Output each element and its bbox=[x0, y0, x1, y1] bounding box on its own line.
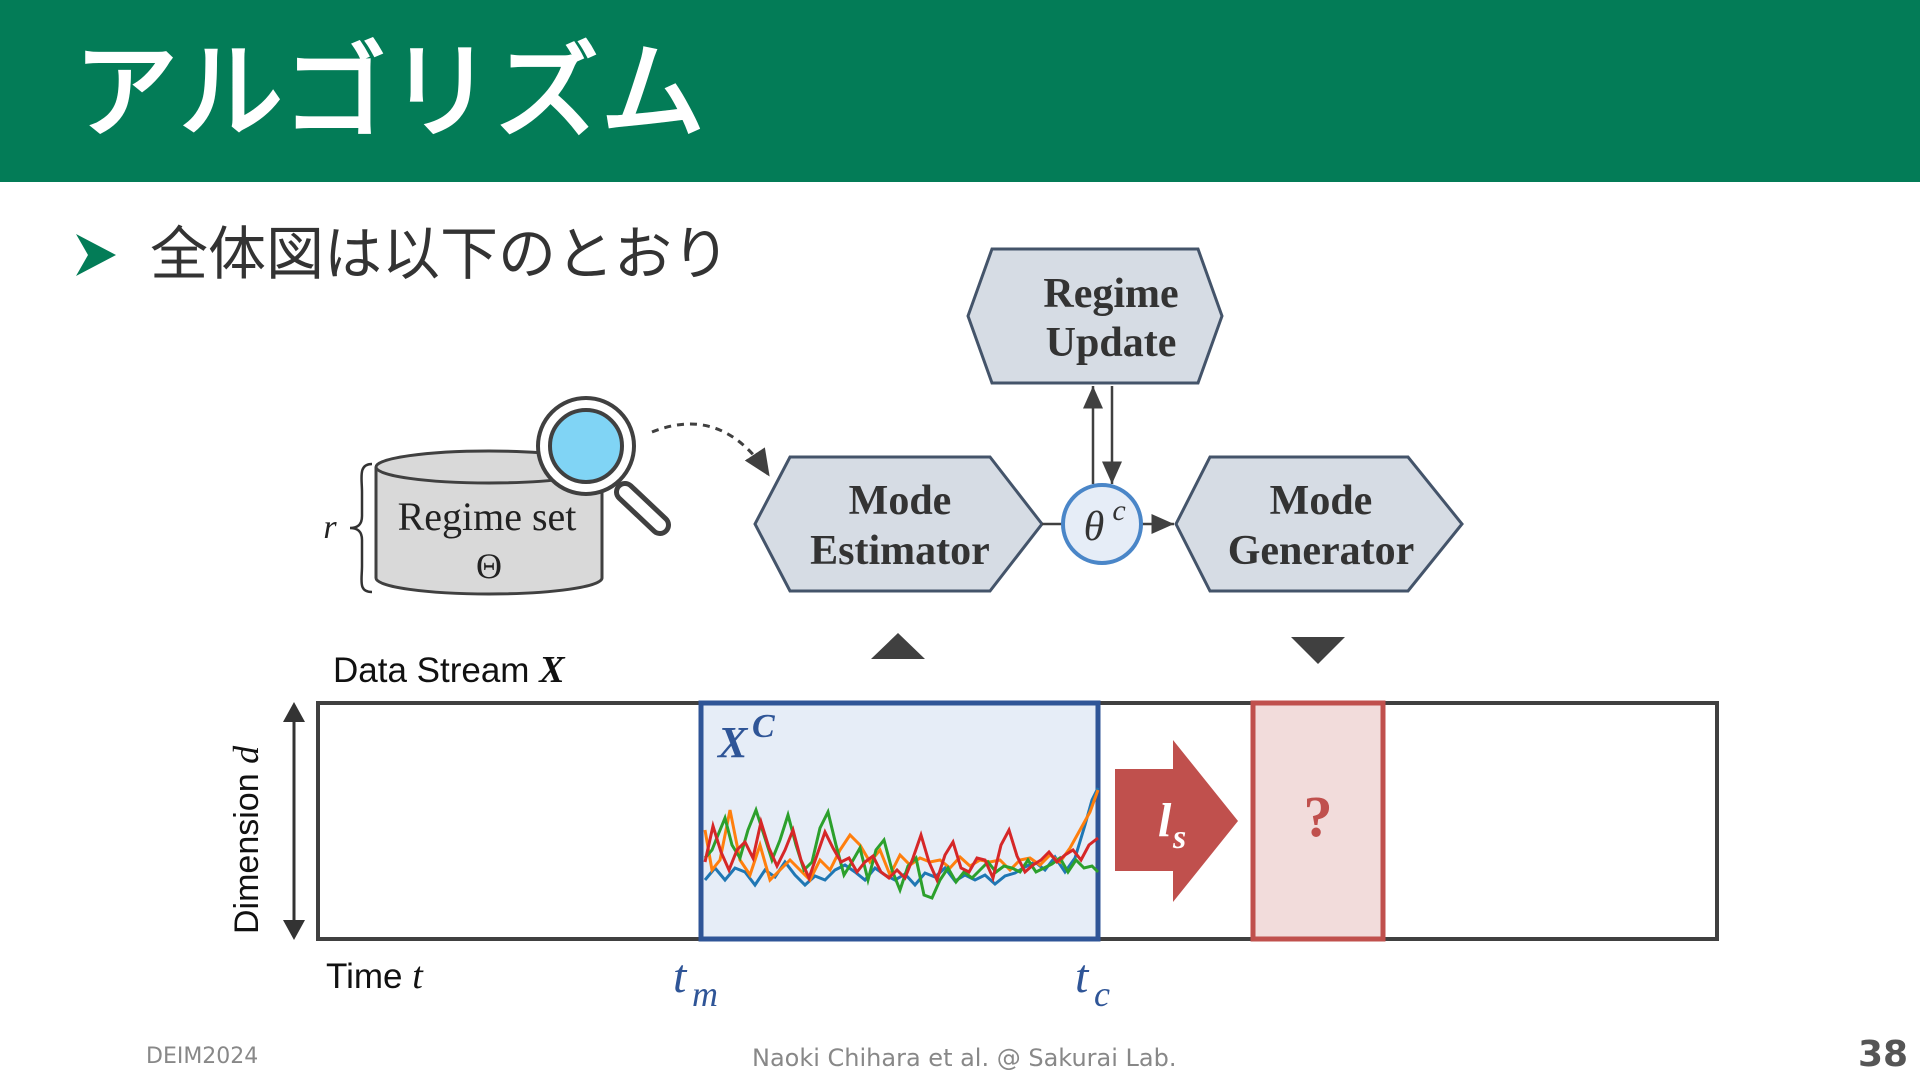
dimension-symbol: d bbox=[226, 745, 266, 764]
mode-generator-node: Mode Generator bbox=[1174, 455, 1464, 593]
forecast-shift-arrow: l s bbox=[1115, 740, 1238, 902]
theta-c-node: θ c bbox=[1061, 483, 1143, 565]
page-number: 38 bbox=[1858, 1034, 1909, 1075]
time-symbol: t bbox=[412, 955, 424, 997]
shift-subscript: s bbox=[1172, 819, 1186, 856]
mode-generator-label-2: Generator bbox=[1228, 528, 1415, 574]
data-stream-label: Data Stream X bbox=[333, 649, 566, 691]
regime-update-node: Regime Update bbox=[966, 247, 1224, 385]
theta-superscript: c bbox=[1112, 494, 1125, 527]
up-triangle-icon bbox=[871, 633, 925, 659]
mode-generator-label-1: Mode bbox=[1270, 478, 1373, 524]
window-time-series bbox=[703, 787, 1100, 900]
forecast-window-box bbox=[1250, 700, 1386, 942]
dimension-axis-top-arrow-icon bbox=[283, 702, 305, 722]
forecast-unknown-label: ? bbox=[1304, 784, 1333, 849]
series-orange bbox=[703, 789, 1100, 883]
regime-set-symbol: Θ bbox=[476, 546, 502, 586]
t-m-symbol: t bbox=[673, 950, 688, 1003]
regime-count-label: r bbox=[323, 509, 337, 546]
t-c-subscript: c bbox=[1094, 974, 1110, 1014]
mode-estimator-node: Mode Estimator bbox=[753, 455, 1044, 593]
time-text: Time bbox=[326, 957, 412, 996]
slide-header: アルゴリズム bbox=[0, 0, 1920, 182]
time-label: Time t bbox=[326, 955, 424, 997]
data-stream-text: Data Stream bbox=[333, 651, 539, 690]
mode-estimator-label-1: Mode bbox=[849, 478, 952, 524]
series-red bbox=[703, 816, 1099, 885]
current-window-symbol: X bbox=[716, 718, 749, 767]
t-c-symbol: t bbox=[1075, 950, 1090, 1003]
dimension-label: Dimension d bbox=[226, 745, 266, 934]
regime-count-brace bbox=[349, 462, 373, 594]
bullet-arrow-icon bbox=[76, 234, 116, 276]
regime-set-database: Regime set Θ bbox=[374, 449, 604, 596]
slide-title: アルゴリズム bbox=[74, 31, 707, 153]
lookup-dashed-arrow bbox=[651, 422, 770, 477]
mode-estimator-label-2: Estimator bbox=[810, 528, 990, 574]
footer-authors: Naoki Chihara et al. @ Sakurai Lab. bbox=[752, 1044, 1177, 1072]
shift-symbol: l bbox=[1158, 794, 1172, 847]
current-window-box bbox=[698, 700, 1101, 942]
down-triangle-icon bbox=[1291, 637, 1345, 664]
bullet-text: 全体図は以下のとおり bbox=[150, 220, 731, 288]
t-m-subscript: m bbox=[692, 974, 718, 1014]
magnifier-icon bbox=[536, 396, 671, 536]
regime-set-label: Regime set bbox=[398, 494, 577, 539]
data-stream-symbol: X bbox=[538, 649, 566, 691]
footer-conference: DEIM2024 bbox=[146, 1044, 259, 1069]
dimension-text: Dimension bbox=[228, 764, 266, 934]
current-window-superscript: C bbox=[752, 708, 775, 745]
regime-update-label-2: Update bbox=[1046, 320, 1177, 366]
dimension-axis-bottom-arrow-icon bbox=[283, 920, 305, 940]
theta-symbol: θ bbox=[1084, 504, 1105, 550]
regime-update-label-1: Regime bbox=[1043, 271, 1178, 317]
